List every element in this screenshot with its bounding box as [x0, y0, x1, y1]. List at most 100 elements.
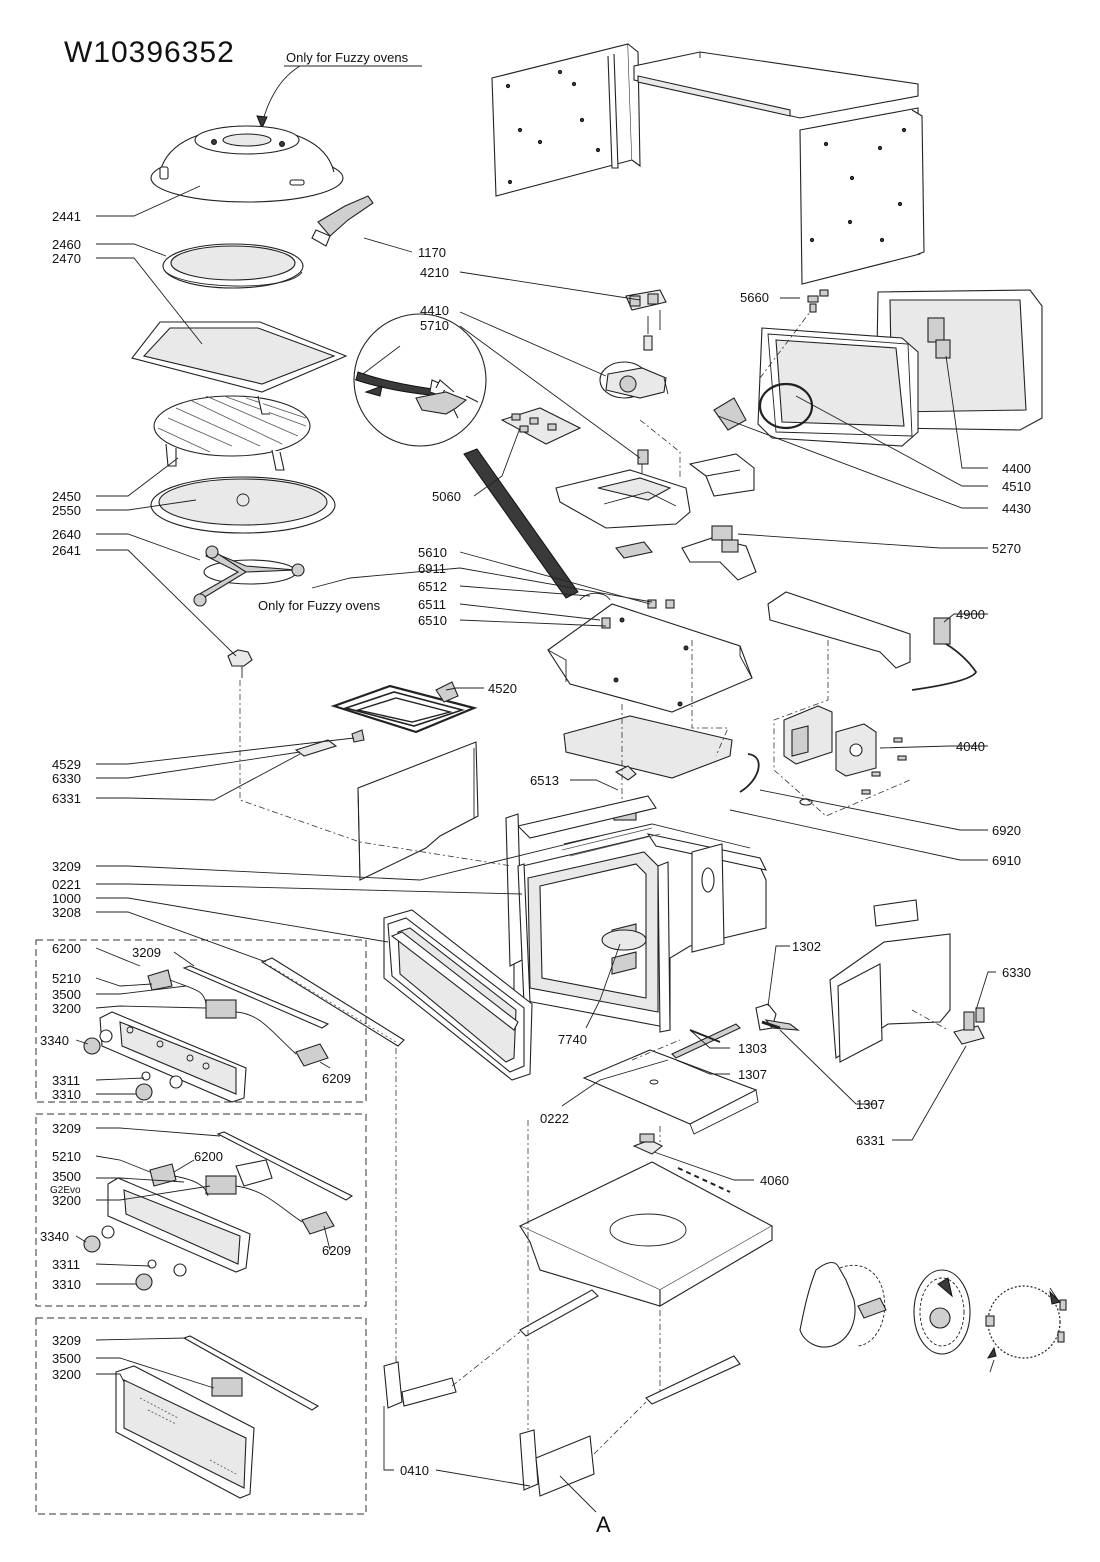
callout-4060: 4060: [760, 1173, 789, 1188]
callout-6330-right: 6330: [1002, 965, 1031, 980]
callout-6200-box2: 6200: [194, 1149, 223, 1164]
callout-6920: 6920: [992, 823, 1021, 838]
fan-motor-4410: [599, 361, 669, 399]
callout-1307: 1307: [738, 1067, 767, 1082]
callout-3311: 3311: [52, 1073, 80, 1088]
callout-4410: 4410: [420, 303, 449, 318]
callout-3500: 3500: [52, 987, 81, 1002]
callout-5270: 5270: [992, 541, 1021, 556]
callout-6209-box2: 6209: [322, 1243, 351, 1258]
small-bracket: [615, 541, 653, 559]
callout-3208: 3208: [52, 905, 81, 920]
callout-4520: 4520: [488, 681, 517, 696]
callout-3311-box2: 3311: [52, 1257, 80, 1272]
grill-heater-4520: [330, 681, 478, 743]
assembly-detail-hand: [799, 1261, 887, 1348]
callout-2641: 2641: [52, 543, 81, 558]
callout-4430: 4430: [1002, 501, 1031, 516]
model-number: W10396352: [64, 36, 235, 69]
callout-0222: 0222: [540, 1111, 569, 1126]
stirrer-cover: [563, 715, 733, 779]
microswitch-5710: [637, 449, 649, 476]
rear-channel: [767, 591, 911, 669]
callout-3209-box1: 3209: [132, 945, 161, 960]
variant-box-2: [35, 1113, 367, 1307]
crisp-plate-2460: [162, 243, 304, 289]
callout-3310-box2: 3310: [52, 1277, 81, 1292]
callout-6330: 6330: [52, 771, 81, 786]
callout-3209: 3209: [52, 859, 81, 874]
control-panel-variant-3: [115, 1335, 320, 1499]
callout-0410: 0410: [400, 1463, 429, 1478]
callout-3340-box2: 3340: [40, 1229, 69, 1244]
microwave-cover-2441: [150, 125, 344, 203]
view-marker-a: A: [596, 1512, 611, 1537]
base-plate: [518, 1161, 774, 1307]
door-trim-3208: [260, 957, 405, 1047]
callout-0221: 0221: [52, 877, 81, 892]
roller-guide-2640: [193, 545, 305, 607]
heater-bracket-6330: [294, 739, 338, 757]
callout-7740: 7740: [558, 1032, 587, 1047]
callout-2441: 2441: [52, 209, 81, 224]
cabinet-top-panel: [633, 51, 919, 119]
gasket-4510: [758, 382, 814, 430]
callout-3200-box2: 3200: [52, 1193, 81, 1208]
drive-coupler-2641: [227, 649, 253, 678]
cabinet-side-panel-left: [491, 43, 641, 197]
callout-6200: 6200: [52, 941, 81, 956]
callout-4210: 4210: [420, 265, 449, 280]
control-panel-variant-1: [83, 965, 330, 1103]
callout-1000: 1000: [52, 891, 81, 906]
door-frame-4430: [757, 327, 919, 447]
oven-cavity: [505, 795, 768, 1033]
variant-box-1: [35, 939, 367, 1103]
thermal-switch-4210: [625, 289, 667, 351]
baking-tray-2470: [131, 321, 348, 393]
cabinet-side-panel-right: [799, 107, 925, 285]
callout-5610: 5610: [418, 545, 447, 560]
callout-3209-box3: 3209: [52, 1333, 81, 1348]
callout-5060: 5060: [432, 489, 461, 504]
rear-panel-right: [829, 899, 951, 1063]
callout-2640: 2640: [52, 527, 81, 542]
variant-box-3: [35, 1317, 367, 1515]
transformer-4040: [783, 705, 907, 806]
callout-1303: 1303: [738, 1041, 767, 1056]
callout-1170: 1170: [418, 245, 446, 260]
cavity-cover-plate: [547, 603, 753, 713]
callout-6331-right: 6331: [856, 1133, 885, 1148]
callout-3200-box3: 3200: [52, 1367, 81, 1382]
fan-detail-b: [985, 1285, 1067, 1373]
cavity-side-shield: [357, 741, 479, 881]
callout-4040: 4040: [956, 739, 985, 754]
spring-1307: [761, 1020, 781, 1030]
connector-6330-right: [953, 1007, 985, 1045]
fan-detail-a: [913, 1269, 971, 1355]
note-fuzzy-top: Only for Fuzzy ovens: [286, 50, 409, 65]
callout-5210-box2: 5210: [52, 1149, 81, 1164]
callout-5210: 5210: [52, 971, 81, 986]
zoom-circle-detail: [353, 313, 579, 599]
callout-6911: 6911: [418, 561, 446, 576]
callout-2460: 2460: [52, 237, 81, 252]
control-panel-variant-2: [83, 1131, 354, 1291]
crisp-handle-1170: [311, 195, 374, 247]
callout-3500-box3: 3500: [52, 1351, 81, 1366]
door-switch-holder: [555, 469, 691, 529]
door-assembly-1000: [383, 909, 533, 1081]
callout-3200: 3200: [52, 1001, 81, 1016]
turntable-motor-4060: [632, 1133, 664, 1155]
bracket-clip: [713, 317, 951, 431]
callout-4529: 4529: [52, 757, 81, 772]
base-rails-0410: [383, 1289, 741, 1497]
electronic-board-5060: [500, 407, 582, 445]
callout-6511: 6511: [418, 597, 446, 612]
note-fuzzy-mid: Only for Fuzzy ovens: [258, 598, 381, 613]
callout-3310: 3310: [52, 1087, 81, 1102]
high-voltage-unit-5270: [681, 525, 757, 581]
callout-6910: 6910: [992, 853, 1021, 868]
callout-4510: 4510: [1002, 479, 1031, 494]
bottom-shelf-0222: [582, 1049, 759, 1135]
